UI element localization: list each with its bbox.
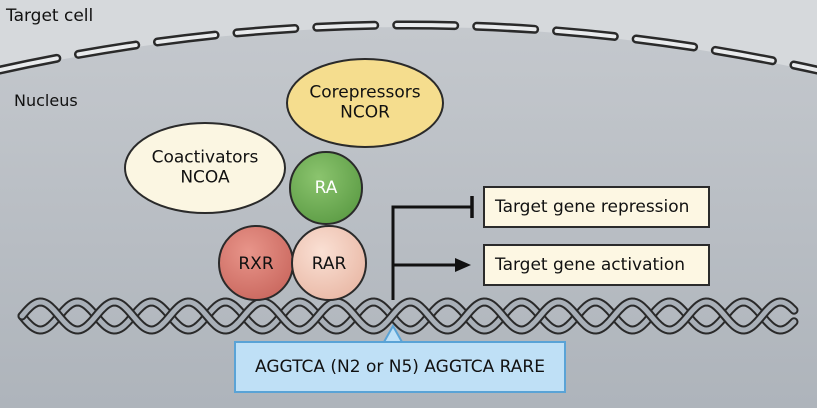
nucleus-label: Nucleus	[14, 91, 78, 110]
coactivators-name: Coactivators	[151, 147, 259, 168]
ra-label: RA	[314, 177, 338, 198]
ra-circle	[289, 151, 363, 225]
dna-helix	[17, 297, 799, 335]
coactivators-ellipse	[124, 122, 286, 214]
nuclear-envelope-inner	[0, 23, 817, 72]
corepressors-abbrev: NCOR	[340, 103, 390, 123]
target-gene-activation-box: Target gene activation	[483, 244, 710, 286]
corepressors-label: Corepressors NCOR	[309, 83, 420, 124]
rare-sequence-box: AGGTCA (N2 or N5) AGGTCA RARE	[234, 341, 566, 393]
rxr-label: RXR	[238, 253, 274, 274]
regulation-arrows	[391, 196, 474, 300]
target-cell-label: Target cell	[6, 6, 94, 26]
rar-circle	[291, 225, 367, 301]
rar-label: RAR	[311, 253, 347, 274]
coactivators-label: Coactivators NCOA	[152, 148, 259, 189]
corepressors-name: Corepressors	[309, 82, 421, 103]
target-gene-repression-box: Target gene repression	[483, 186, 710, 228]
coactivators-abbrev: NCOA	[180, 168, 230, 188]
corepressors-ellipse	[286, 58, 444, 148]
